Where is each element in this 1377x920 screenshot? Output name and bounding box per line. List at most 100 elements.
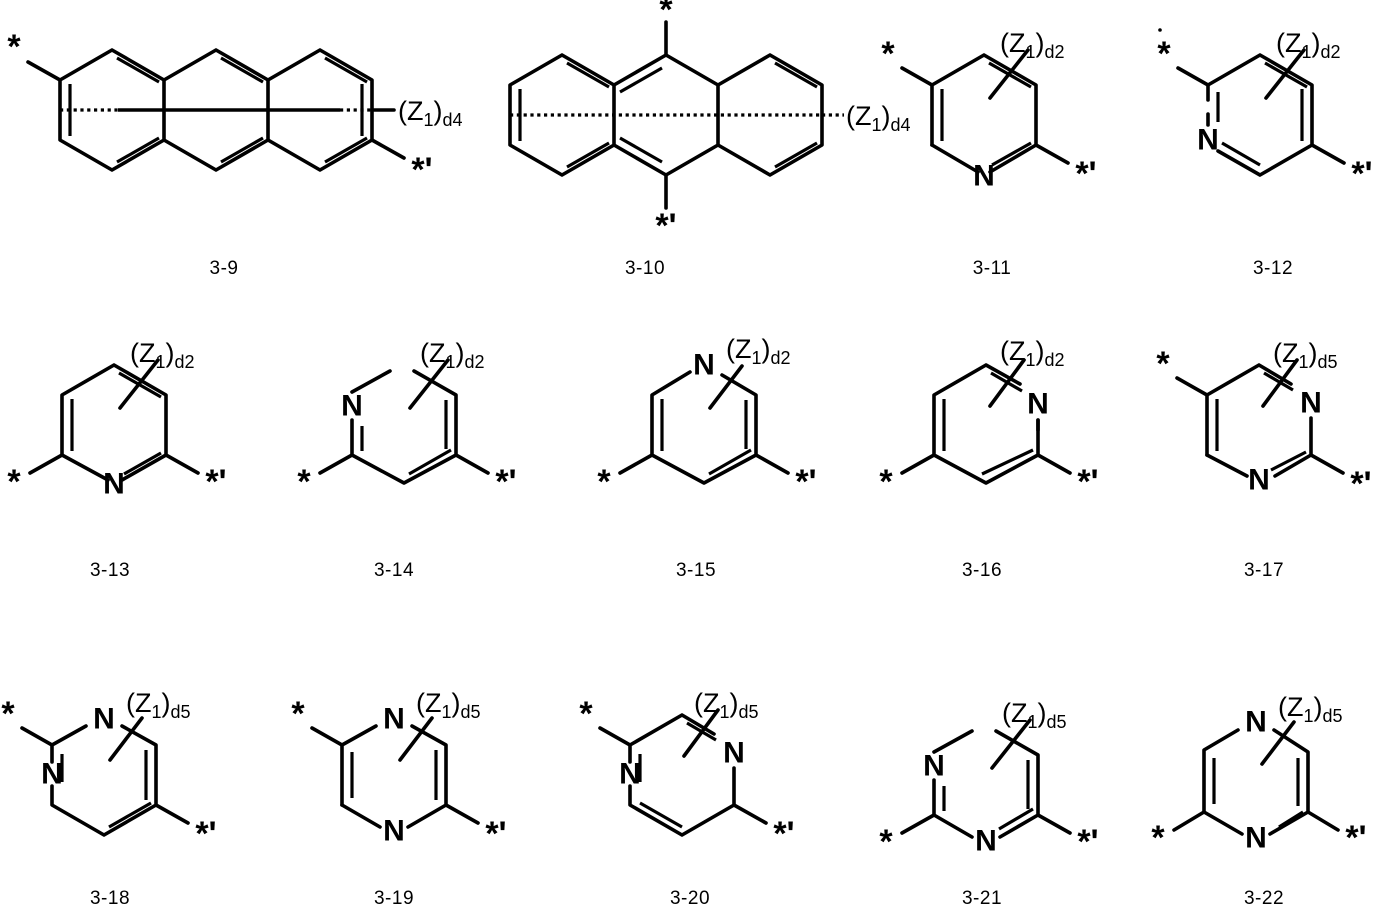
- z-slash-3-18: [108, 716, 144, 762]
- caption-3-21: 3-21: [961, 888, 1003, 909]
- star-prime-label-3-20: *': [773, 815, 794, 853]
- pyridine-core-3-12: [1206, 53, 1314, 177]
- star-prime-bond-3-11: [1034, 143, 1070, 165]
- star-bond-3-13: [28, 453, 64, 475]
- star-prime-label-3-19: *': [485, 815, 506, 853]
- star-prime-label-3-22: *': [1345, 819, 1366, 857]
- z-substituent-label-3-11: (Z1)d2: [1000, 28, 1065, 62]
- star-prime-bond-3-17: [1309, 453, 1345, 475]
- caption-3-12: 3-12: [1252, 258, 1294, 279]
- star-prime-label-3-12: *': [1351, 155, 1372, 193]
- nitrogen-label-3-12: N: [1197, 124, 1219, 157]
- z-slash-3-16: [988, 358, 1026, 408]
- star-prime-label-3-18: *': [195, 815, 216, 853]
- caption-3-15: 3-15: [675, 560, 717, 581]
- svg-text:(Z1)d5: (Z1)d5: [416, 688, 481, 722]
- pyrimidine-core-3-22: [1202, 728, 1310, 836]
- z-slash-3-17: [1261, 358, 1299, 408]
- z-substituent-label-3-14: (Z1)d2: [420, 338, 485, 372]
- caption-3-9: 3-9: [209, 258, 239, 279]
- z-substituent-label-3-18: (Z1)d5: [126, 688, 191, 722]
- pyridine-core-3-16: [932, 363, 1040, 485]
- svg-text:(Z1)d5: (Z1)d5: [1002, 698, 1067, 732]
- nitrogen-label-lower-3-20: N: [619, 758, 641, 791]
- structure-3-10: * *' (Z1)d4: [480, 0, 911, 250]
- star-label-3-12: *: [1157, 35, 1171, 73]
- star-prime-label-3-14: *': [495, 463, 516, 501]
- structure-3-19: N N * *' (Z1)d5: [290, 688, 530, 870]
- star-prime-bond-3-9: [370, 138, 406, 160]
- nitrogen-label-lower-3-17: N: [1248, 464, 1270, 497]
- svg-text:(Z1)d2: (Z1)d2: [1000, 28, 1065, 62]
- z-substituent-label-3-20: (Z1)d5: [694, 688, 759, 722]
- structure-3-9: * *' (Z1)d4: [0, 10, 462, 240]
- nitrogen-label-upper-3-17: N: [1300, 387, 1322, 420]
- svg-text:(Z1)d5: (Z1)d5: [126, 688, 191, 722]
- z-slash-3-19: [398, 716, 434, 762]
- star-bond-3-9: [26, 60, 62, 82]
- nitrogen-label-bottom-3-19: N: [383, 815, 405, 848]
- caption-3-13: 3-13: [89, 560, 131, 581]
- star-bond-3-21: [900, 813, 936, 835]
- nitrogen-label-lower-3-21: N: [975, 825, 997, 858]
- star-prime-bond-3-16: [1036, 453, 1072, 475]
- nitrogen-label-bottom-3-22: N: [1245, 822, 1267, 855]
- z-substituent-label-3-21: (Z1)d5: [1002, 698, 1067, 732]
- structure-3-21: N N * *' (Z1)d5: [872, 690, 1112, 870]
- nitrogen-label-top-3-22: N: [1245, 706, 1267, 739]
- star-label-3-14: *: [297, 463, 311, 501]
- svg-text:(Z1)d2: (Z1)d2: [1000, 336, 1065, 370]
- star-label-3-11: *: [881, 35, 895, 73]
- structure-3-11: N * *' (Z1)d2: [880, 28, 1110, 220]
- z-slash-3-12: [1264, 48, 1306, 100]
- svg-text:(Z1)d4: (Z1)d4: [398, 96, 463, 130]
- caption-3-19: 3-19: [373, 888, 415, 909]
- star-prime-bond-3-14: [454, 453, 490, 475]
- structure-3-22: N N * *' (Z1)d5: [1151, 690, 1377, 870]
- caption-3-17: 3-17: [1243, 560, 1285, 581]
- star-prime-bond-3-19: [444, 803, 480, 825]
- svg-text:(Z1)d5: (Z1)d5: [1273, 338, 1338, 372]
- star-prime-label-3-11: *': [1075, 155, 1096, 193]
- structure-3-15: N * *' (Z1)d2: [590, 330, 830, 520]
- svg-text:(Z1)d2: (Z1)d2: [130, 338, 195, 372]
- star-prime-bond-3-18: [154, 803, 190, 825]
- star-bond-3-19: [310, 726, 344, 747]
- caption-3-11: 3-11: [972, 258, 1012, 279]
- star-bond-3-20: [598, 726, 632, 747]
- pyridine-core-3-13: [60, 363, 168, 482]
- nitrogen-label-top-3-18: N: [93, 703, 115, 736]
- svg-text:(Z1)d2: (Z1)d2: [420, 338, 485, 372]
- star-prime-label-3-10: *': [655, 207, 676, 245]
- z-substituent-label-3-15: (Z1)d2: [726, 334, 791, 368]
- star-label-3-21: *: [879, 823, 893, 861]
- pyridine-core-3-11: [930, 53, 1038, 174]
- star-label-3-17: *: [1156, 345, 1170, 383]
- z-substituent-label-3-22: (Z1)d5: [1278, 692, 1343, 726]
- nitrogen-label-left-3-18: N: [41, 758, 63, 791]
- z-slash-3-21: [990, 718, 1032, 770]
- z-slash-3-11: [988, 48, 1030, 100]
- z-slash-3-20: [682, 708, 720, 758]
- star-bond-3-15: [618, 453, 654, 475]
- star-prime-label-3-9: *': [411, 151, 432, 189]
- star-prime-label-3-15: *': [795, 463, 816, 501]
- star-prime-bond-3-15: [754, 453, 790, 475]
- star-bond-3-16: [900, 453, 936, 475]
- z-substituent-label-3-17: (Z1)d5: [1273, 338, 1338, 372]
- star-label-3-16: *: [879, 463, 893, 501]
- structure-3-16: N * *' (Z1)d2: [872, 330, 1112, 520]
- z-substituent-label-3-13: (Z1)d2: [130, 338, 195, 372]
- star-prime-label-3-13: *': [205, 463, 226, 501]
- structure-3-13: N * *' (Z1)d2: [0, 330, 240, 520]
- pyrimidine-core-3-18: [50, 724, 158, 837]
- pyrazine-core-3-19: [340, 724, 448, 829]
- caption-3-22: 3-22: [1243, 888, 1285, 909]
- star-bond-3-22: [1172, 810, 1206, 832]
- svg-text:(Z1)d5: (Z1)d5: [694, 688, 759, 722]
- star-label-3-22: *: [1151, 819, 1165, 857]
- star-bond-3-11: [900, 66, 934, 87]
- svg-text:(Z1)d2: (Z1)d2: [1276, 28, 1341, 62]
- pyridine-core-3-14: [350, 369, 458, 485]
